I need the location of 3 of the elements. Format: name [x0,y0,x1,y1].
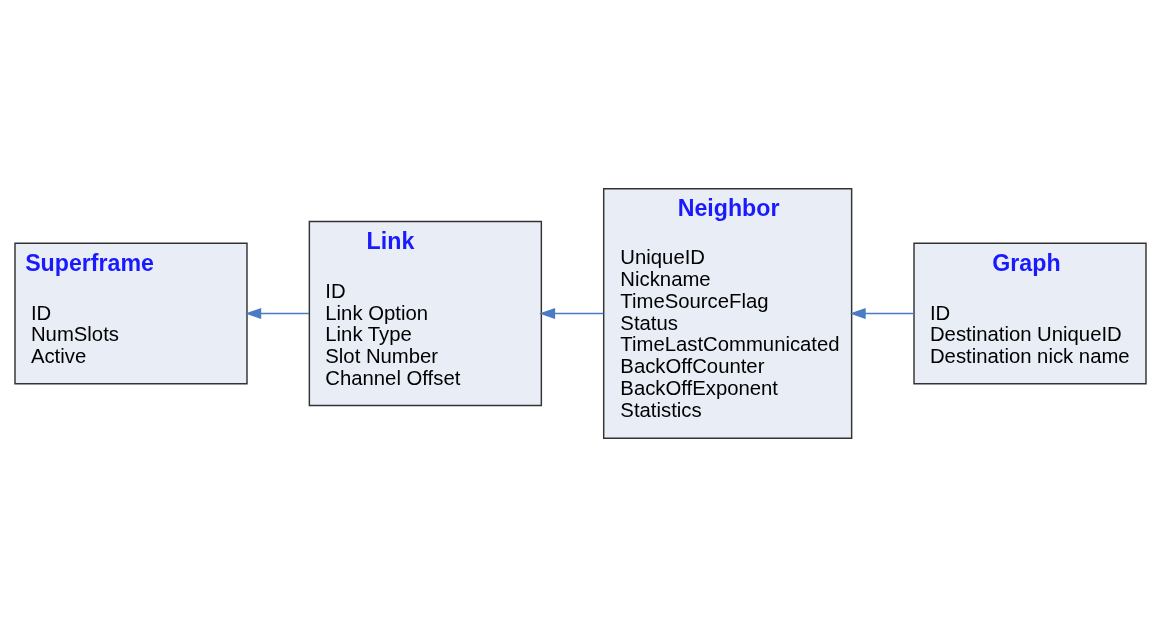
arrow [539,307,605,319]
arrow [849,307,915,319]
arrow [245,307,310,319]
